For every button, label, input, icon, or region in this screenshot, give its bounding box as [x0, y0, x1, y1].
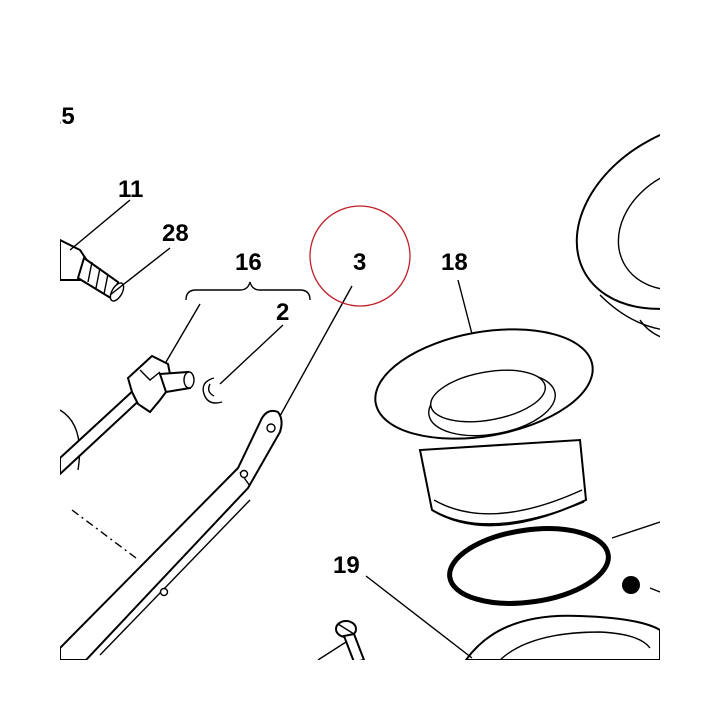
leader-ring-right: [611, 521, 660, 539]
bowl-part-top-right: [575, 120, 660, 338]
bracket-16: [185, 281, 311, 301]
funnel-adapter: [374, 328, 594, 527]
lever-arm: [60, 409, 283, 660]
assembly-axis-line: [71, 509, 137, 559]
callout-3: 3: [353, 249, 366, 276]
small-clip: [202, 377, 223, 404]
base-part: [464, 614, 660, 660]
screw: [335, 620, 366, 660]
callout-2: 2: [276, 299, 289, 326]
o-ring: [447, 526, 611, 606]
crop-mask: [0, 96, 60, 130]
leader-lines: [69, 199, 473, 660]
callout-19: 19: [333, 552, 360, 579]
highlight-circle: [309, 205, 411, 307]
callout-16: 16: [235, 249, 262, 276]
ball: [622, 576, 640, 594]
leader-ball-right: [649, 587, 660, 593]
rod-with-knob: [60, 354, 195, 476]
part-edge-left: [60, 409, 81, 471]
callout-11: 11: [118, 176, 143, 203]
callout-28: 28: [162, 220, 189, 247]
callout-18: 18: [441, 249, 468, 276]
